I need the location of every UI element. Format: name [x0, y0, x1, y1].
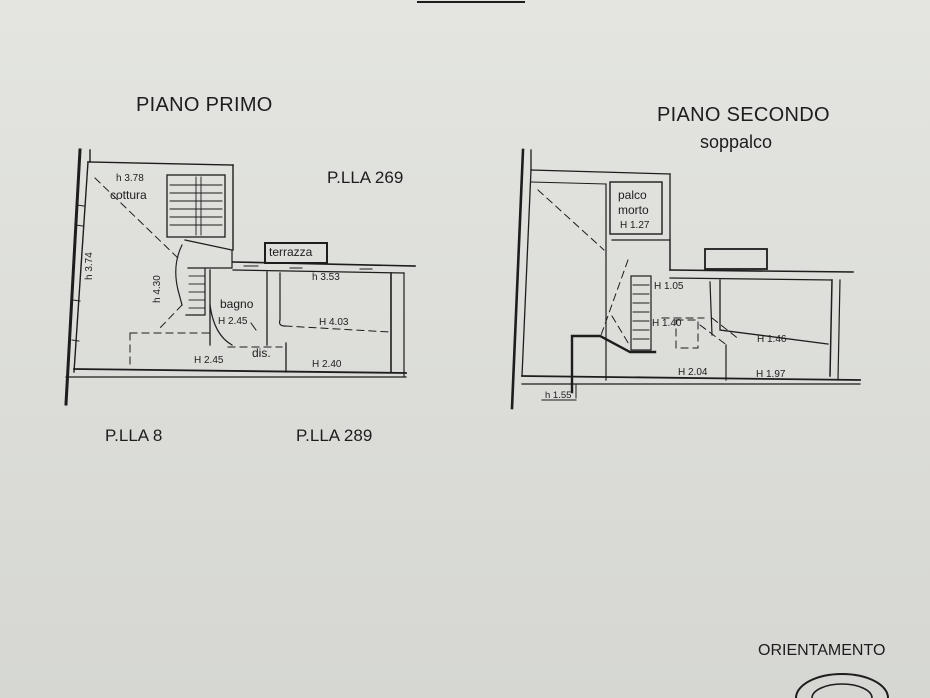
height-240: H 2.40 [312, 359, 342, 370]
label-morto: morto [618, 203, 649, 217]
room-dis: dis. [252, 346, 271, 360]
height-140: H 1.40 [652, 318, 682, 329]
height-105: H 1.05 [654, 281, 684, 292]
subtitle-soppalco: soppalco [700, 132, 773, 152]
palco-height: H 1.27 [620, 220, 650, 231]
stair-height: h 4.30 [152, 275, 163, 303]
title-piano-secondo: PIANO SECONDO [657, 104, 830, 126]
cottura-height: h 3.78 [116, 173, 144, 184]
bagno-height: H 2.45 [218, 316, 248, 327]
compass-symbol [795, 673, 889, 698]
title-piano-primo: PIANO PRIMO [136, 94, 273, 116]
height-197: H 1.97 [756, 369, 786, 380]
parcel-269-label: P.LLA 269 [327, 168, 404, 187]
room-bagno: bagno [220, 297, 254, 311]
second-floor-plan [510, 148, 861, 410]
height-146: H 1.46 [757, 334, 787, 345]
room-cottura: cottura [110, 188, 147, 202]
parcel-289-label: P.LLA 289 [296, 426, 373, 445]
terrazza-height: h 3.53 [312, 272, 340, 283]
first-floor-plan [64, 148, 416, 406]
orientation-label: ORIENTAMENTO [758, 642, 886, 659]
label-palco: palco [618, 188, 647, 202]
left-wall-height: h 3.74 [84, 252, 95, 280]
parcel-8-label: P.LLA 8 [105, 426, 163, 445]
room-height-403: H 4.03 [319, 317, 349, 328]
room-terrazza: terrazza [269, 245, 313, 259]
height-155: h 1.55 [545, 390, 572, 401]
height-245: H 2.45 [194, 355, 224, 366]
height-204: H 2.04 [678, 367, 708, 378]
